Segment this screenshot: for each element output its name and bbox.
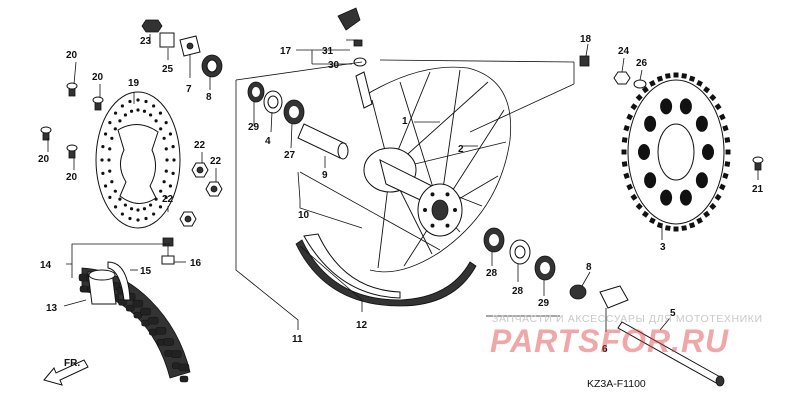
tire [78,267,191,383]
callout-8-right: 8 [586,262,592,273]
callout-12: 12 [356,320,368,331]
rim-outer-half [295,239,477,307]
callout-27: 27 [284,150,296,161]
air-valve [337,7,373,109]
watermark-logo: PARTSFOR.RU [490,323,730,359]
adjuster-parts-top [141,19,223,78]
front-direction-arrow: FR. [43,358,89,386]
callout-20-d: 20 [66,172,78,183]
callout-26: 26 [636,58,648,69]
callout-28-b: 28 [512,286,524,297]
callout-10: 10 [298,210,310,221]
rear-wheel [362,64,514,275]
callout-17: 17 [280,46,292,57]
callout-8-top: 8 [206,92,212,103]
callout-16: 16 [190,258,202,269]
callout-28-a: 28 [486,268,498,279]
callout-21: 21 [752,184,764,195]
callout-25: 25 [162,64,174,75]
rim-band [107,261,131,301]
callout-31: 31 [322,46,334,57]
leader-lines [47,34,759,332]
callout-20-c: 20 [38,154,50,165]
callout-2: 2 [458,144,464,155]
callout-30: 30 [328,60,340,71]
callout-22-b: 22 [210,156,222,167]
axle [617,321,725,387]
disc-bolts [40,82,104,159]
callout-24: 24 [618,46,630,57]
valve-nut [161,237,175,265]
distance-collar [297,123,349,160]
watermark-caption: ЗАПЧАСТИ И АКСЕССУАРЫ ДЛЯ МОТОТЕХНИКИ [492,313,763,325]
diagram-code: KZ3A-F1100 [587,378,646,390]
callout-6: 6 [602,344,608,355]
callout-7: 7 [186,84,192,95]
callout-14: 14 [40,260,52,271]
callout-19: 19 [128,78,140,89]
sprocket-hardware [579,55,764,171]
axle-collar [569,284,587,300]
callout-15: 15 [140,266,152,277]
left-bearings [247,81,305,125]
right-bearings [483,227,556,281]
callout-9: 9 [322,170,328,181]
callout-13: 13 [46,303,58,314]
callout-11: 11 [292,334,303,345]
disc-nuts [179,162,223,227]
callout-22-c: 22 [162,194,174,205]
direction-label: FR. [64,358,80,369]
callout-23: 23 [140,36,152,47]
callout-4: 4 [265,136,271,147]
callout-1: 1 [402,116,408,127]
callout-22-a: 22 [194,140,206,151]
callout-20-a: 20 [66,50,78,61]
callout-29-b: 29 [538,298,550,309]
callout-20-b: 20 [92,72,104,83]
callout-18: 18 [580,34,592,45]
callout-5: 5 [670,308,676,319]
chain-adjuster [599,285,629,309]
sprocket [621,72,731,232]
brake-disc [95,91,181,229]
callout-29-a: 29 [248,122,260,133]
callout-3: 3 [660,242,666,253]
callout-labels: 1 2 3 4 5 6 7 8 8 9 10 11 12 13 14 15 16… [38,34,764,355]
